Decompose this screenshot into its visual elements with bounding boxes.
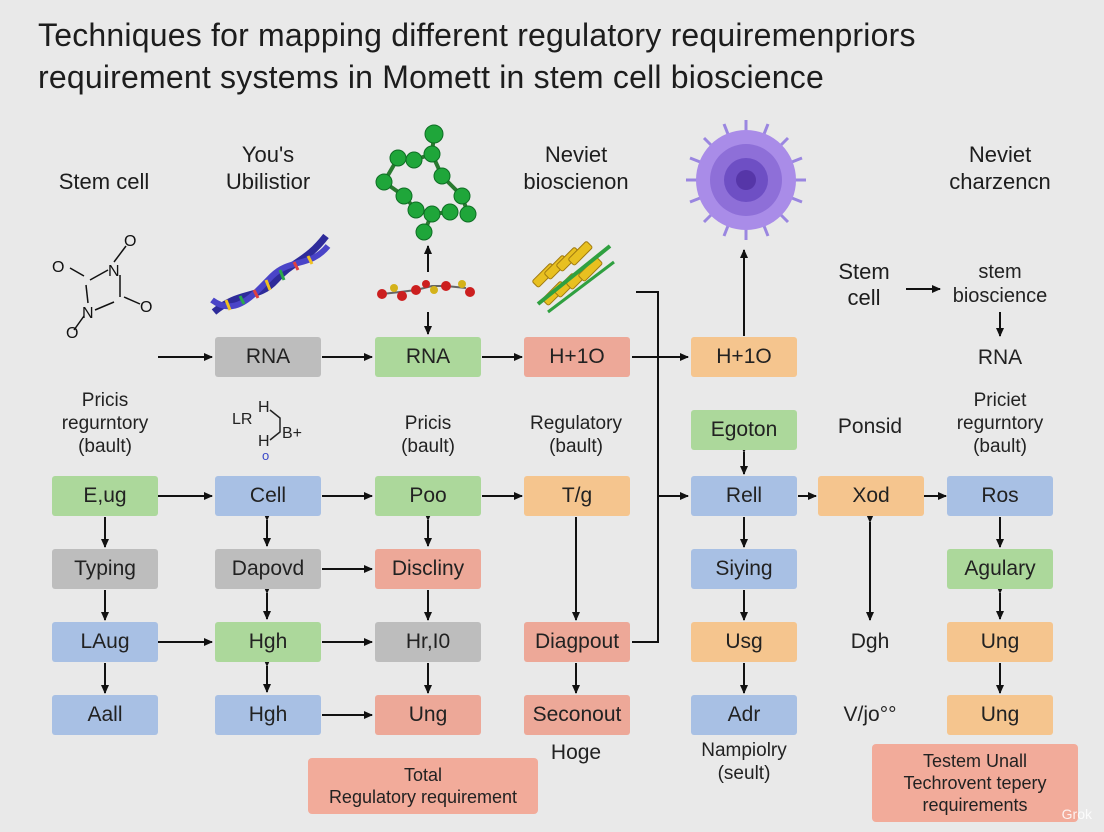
box-eus: E,ug xyxy=(52,476,158,516)
title-line-1: Techniques for mapping different regulat… xyxy=(38,17,916,53)
box-xod: Xod xyxy=(818,476,924,516)
box-ros: Ros xyxy=(947,476,1053,516)
label-stem: Stem xyxy=(838,259,890,284)
hex-o-4: O xyxy=(66,325,78,342)
box-cell: Cell xyxy=(215,476,321,516)
label-priciet-line1: Priciet xyxy=(973,390,1027,411)
watermark: Grok xyxy=(1061,806,1092,822)
box-seconout: Seconout xyxy=(524,695,630,735)
hex-o-3: O xyxy=(140,299,152,316)
hex-n-1: N xyxy=(108,263,120,280)
header-col8-line2: charzencn xyxy=(949,169,1051,194)
header-col2-line2: Ubilistior xyxy=(225,169,311,194)
header-stem-cell: Stem cell xyxy=(58,169,150,194)
connector-right-bracket xyxy=(632,291,659,643)
box-siying: Siying xyxy=(691,549,797,589)
label-nampiolry-line2: (seult) xyxy=(717,763,771,784)
box-ung-2: Ung xyxy=(375,695,481,735)
header-col2-line1: You's xyxy=(241,142,295,167)
label-vjo: V/jo°° xyxy=(843,703,897,726)
green-molecule-icon xyxy=(375,124,477,241)
chem-h1: H xyxy=(258,399,270,416)
label-pricis-2-line1: Pricis xyxy=(404,413,452,434)
chem-o: o xyxy=(262,448,269,463)
label-regulatory-line2: (bault) xyxy=(549,436,603,457)
header-col8-line1: Neviet xyxy=(968,142,1032,167)
hex-n-2: N xyxy=(82,305,94,322)
chemical-structure-icon: O N O N O O xyxy=(52,233,152,342)
note-testem-line1: Testem Unall xyxy=(922,751,1028,771)
label-pricis-1-line1: Pricis xyxy=(81,390,129,411)
box-ung-1: Ung xyxy=(947,622,1053,662)
box-diagpout: Diagpout xyxy=(524,622,630,662)
chem-formula-icon: LR H H B+ o xyxy=(232,399,302,463)
box-typing: Typing xyxy=(52,549,158,589)
label-ponsid: Ponsid xyxy=(837,415,903,438)
box-rell: Rell xyxy=(691,476,797,516)
chem-b: B+ xyxy=(282,425,302,442)
note-total-line1: Total xyxy=(403,765,443,785)
chem-lr: LR xyxy=(232,411,252,428)
box-hgh-1: Hgh xyxy=(215,622,321,662)
label-nampiolry-line1: Nampiolry xyxy=(701,740,787,761)
chem-h2: H xyxy=(258,433,270,450)
label-stem-bio-line1: stem xyxy=(978,261,1022,283)
page-title: Techniques for mapping different regulat… xyxy=(38,14,1078,98)
box-poo: Poo xyxy=(375,476,481,516)
label-pricis-1-line3: (bault) xyxy=(78,436,132,457)
box-rna-1: RNA xyxy=(215,337,321,377)
hex-o-2: O xyxy=(124,233,136,250)
box-h1o-1: H+1O xyxy=(524,337,630,377)
box-ung-3: Ung xyxy=(947,695,1053,735)
label-dgh: Dgh xyxy=(850,630,890,653)
box-adr: Adr xyxy=(691,695,797,735)
note-testem: Testem Unall Techrovent tepery requireme… xyxy=(872,744,1078,822)
box-aall: Aall xyxy=(52,695,158,735)
label-pricis-2-line2: (bault) xyxy=(401,436,455,457)
title-line-2: requirement systems in Momett in stem ce… xyxy=(38,59,824,95)
hex-o-1: O xyxy=(52,259,64,276)
note-testem-line3: requirements xyxy=(922,795,1028,815)
box-egoton: Egoton xyxy=(691,410,797,450)
box-discliny: Discliny xyxy=(375,549,481,589)
label-stem-bio-line2: bioscience xyxy=(952,285,1048,307)
virus-cell-icon xyxy=(686,120,806,240)
box-tg: T/g xyxy=(524,476,630,516)
note-testem-line2: Techrovent tepery xyxy=(903,773,1047,793)
header-col4-line1: Neviet xyxy=(544,142,608,167)
label-hoge: Hoge xyxy=(550,741,602,764)
label-priciet-line2: regurntory xyxy=(956,413,1044,434)
box-hgh-2: Hgh xyxy=(215,695,321,735)
box-rna-2: RNA xyxy=(375,337,481,377)
box-laug: LAug xyxy=(52,622,158,662)
label-rna-right: RNA xyxy=(977,346,1023,369)
box-hr10: Hr,I0 xyxy=(375,622,481,662)
header-col4-line2: bioscienon xyxy=(523,169,629,194)
label-regulatory-line1: Regulatory xyxy=(530,413,622,434)
small-molecule-icon xyxy=(377,280,475,301)
box-usg: Usg xyxy=(691,622,797,662)
note-total-regulatory: Total Regulatory requirement xyxy=(308,758,538,814)
label-cell: cell xyxy=(847,285,881,310)
box-dapovd: Dapovd xyxy=(215,549,321,589)
protein-crystal-icon xyxy=(532,241,615,314)
box-h1o-2: H+1O xyxy=(691,337,797,377)
box-agulary: Agulary xyxy=(947,549,1053,589)
label-pricis-1-line2: regurntory xyxy=(61,413,149,434)
note-total-line2: Regulatory requirement xyxy=(328,787,518,807)
dna-helix-icon xyxy=(210,233,331,315)
label-priciet-line3: (bault) xyxy=(973,436,1027,457)
